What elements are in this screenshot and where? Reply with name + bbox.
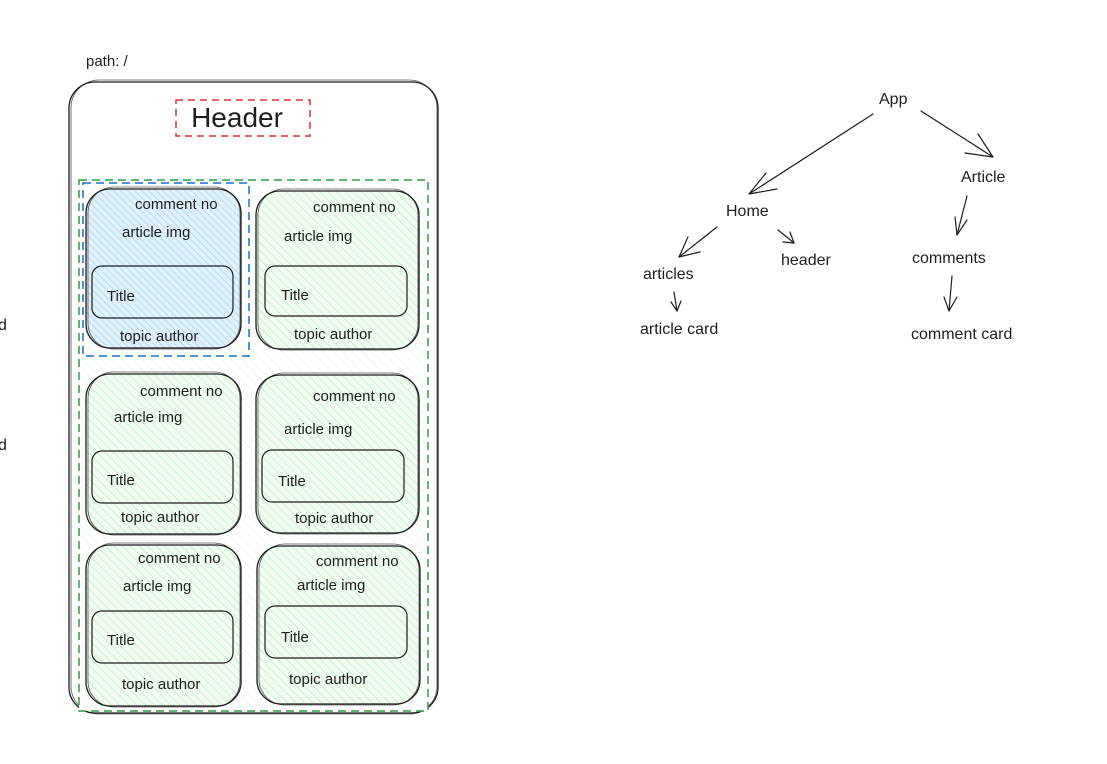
tree-node-home[interactable]: Home xyxy=(726,203,769,220)
edge-fragment-text: d xyxy=(0,437,7,454)
card-outline xyxy=(255,374,420,534)
title-box xyxy=(91,610,234,664)
topic-author: topic author xyxy=(289,671,367,688)
tree-edge-comments-comment-card xyxy=(943,275,958,312)
comment-count: comment no xyxy=(140,383,223,400)
title-box xyxy=(91,450,234,504)
article-card[interactable]: comment no article img Title topic autho… xyxy=(85,186,242,350)
header-label: Header xyxy=(191,102,283,133)
card-title: Title xyxy=(107,632,135,649)
article-image-placeholder: article img xyxy=(284,228,352,245)
tree-edge-app-home xyxy=(748,113,874,195)
comment-count: comment no xyxy=(138,550,221,567)
article-card[interactable]: comment no article img Title topic autho… xyxy=(256,543,421,706)
tree-edge-home-articles xyxy=(678,226,718,258)
card-outline xyxy=(85,544,242,707)
article-image-placeholder: article img xyxy=(284,421,352,438)
article-image-placeholder: article img xyxy=(122,224,190,241)
article-image-placeholder: article img xyxy=(297,577,365,594)
comment-count: comment no xyxy=(313,388,396,405)
article-card[interactable]: comment no article img Title topic autho… xyxy=(255,372,420,535)
page-frame-sketch xyxy=(70,79,438,715)
topic-author: topic author xyxy=(121,509,199,526)
tree-node-article[interactable]: Article xyxy=(961,169,1006,186)
comment-count: comment no xyxy=(313,199,396,216)
selected-card-highlight xyxy=(82,182,250,357)
tree-edge-article-comments xyxy=(954,195,968,236)
comment-count: comment no xyxy=(135,196,218,213)
card-outline-sketch xyxy=(87,186,241,350)
tree-edge-home-header xyxy=(777,229,795,244)
title-box xyxy=(264,605,408,659)
wireframe-page: path: / Header comment no article img Ti… xyxy=(68,53,439,715)
comment-count: comment no xyxy=(316,553,399,570)
component-tree: App Home Article articles header comment… xyxy=(640,91,1012,343)
card-title: Title xyxy=(281,629,309,646)
header-box[interactable] xyxy=(175,99,311,137)
article-card[interactable]: comment no article img Title topic autho… xyxy=(85,371,242,536)
article-image-placeholder: article img xyxy=(123,578,191,595)
topic-author: topic author xyxy=(294,326,372,343)
tree-node-comment-card[interactable]: comment card xyxy=(911,326,1012,343)
card-outline xyxy=(85,373,242,535)
title-box xyxy=(91,265,234,319)
tree-edge-app-article xyxy=(920,110,994,158)
tree-node-app[interactable]: App xyxy=(879,91,908,108)
tree-edge-articles-article-card xyxy=(670,291,682,312)
card-title: Title xyxy=(281,287,309,304)
card-outline-sketch xyxy=(257,372,419,535)
card-title: Title xyxy=(107,472,135,489)
article-card[interactable]: comment no article img Title topic autho… xyxy=(85,542,242,708)
tree-node-article-card[interactable]: article card xyxy=(640,321,718,338)
tree-node-articles[interactable]: articles xyxy=(643,266,694,283)
article-card[interactable]: comment no article img Title topic autho… xyxy=(255,188,420,351)
card-title: Title xyxy=(107,288,135,305)
topic-author: topic author xyxy=(295,510,373,527)
topic-author: topic author xyxy=(122,676,200,693)
card-outline-sketch xyxy=(87,371,241,536)
title-box xyxy=(264,265,408,317)
card-outline xyxy=(256,545,421,705)
card-outline-sketch xyxy=(258,543,420,706)
card-outline-sketch xyxy=(87,542,241,708)
title-box xyxy=(261,449,405,503)
tree-node-comments[interactable]: comments xyxy=(912,250,986,267)
tree-node-header[interactable]: header xyxy=(781,252,831,269)
page-frame xyxy=(68,81,439,714)
path-label: path: / xyxy=(86,53,129,70)
topic-author: topic author xyxy=(120,328,198,345)
card-outline-sketch xyxy=(257,188,419,351)
article-image-placeholder: article img xyxy=(114,409,182,426)
card-outline xyxy=(255,190,420,350)
edge-fragment-text: d xyxy=(0,317,7,334)
card-title: Title xyxy=(278,473,306,490)
